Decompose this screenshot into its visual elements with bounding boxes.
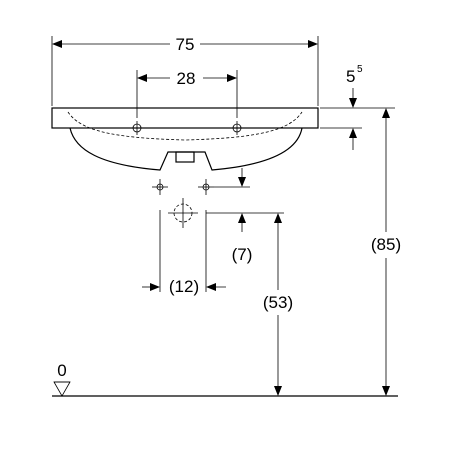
label-waste-height: (53)	[263, 293, 293, 312]
label-rim-height: 5	[346, 67, 355, 86]
dimension-rim-height: 5 5	[320, 64, 395, 150]
label-total-height: (85)	[371, 235, 401, 254]
supply-connection-right	[198, 179, 214, 195]
washbasin	[51, 107, 319, 171]
waste-outlet	[175, 151, 195, 163]
label-waste-offset-horizontal: (12)	[169, 277, 199, 296]
label-overall-width: 75	[176, 35, 195, 54]
basin-rim	[51, 107, 319, 129]
bowl-inner-contour	[67, 111, 303, 141]
floor-level-marker	[53, 381, 71, 397]
floor-level: 0	[52, 361, 398, 397]
waste-connection	[168, 198, 198, 228]
supply-connection-left	[152, 179, 168, 195]
tap-hole-left	[130, 121, 144, 135]
label-tap-spacing: 28	[177, 69, 196, 88]
label-floor-level: 0	[57, 361, 66, 380]
dimension-waste-height: (53)	[263, 213, 293, 396]
label-waste-offset-vertical: (7)	[232, 245, 253, 264]
basin-bowl	[69, 127, 303, 171]
dimension-waste-offset-horizontal: (12)	[142, 210, 226, 296]
tap-hole-right	[230, 121, 244, 135]
label-rim-height-sup: 5	[357, 64, 363, 75]
dimension-waste-offset-vertical: (7)	[232, 168, 253, 264]
dimension-tap-spacing: 28	[136, 69, 238, 118]
dimension-overall-width: 75	[51, 35, 319, 106]
dimension-total-height: (85)	[371, 108, 401, 396]
